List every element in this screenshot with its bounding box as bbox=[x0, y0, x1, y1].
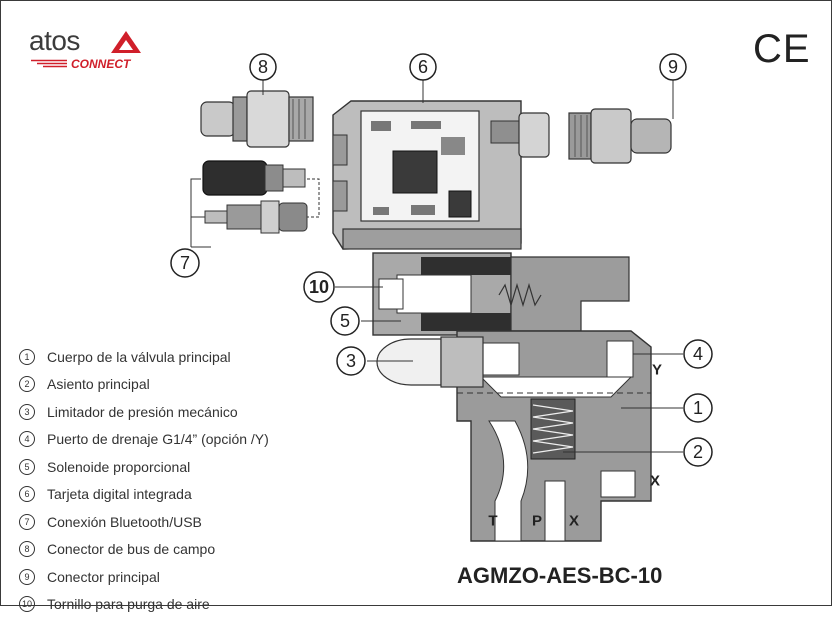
legend-item: 7 Conexión Bluetooth/USB bbox=[19, 508, 349, 536]
fieldbus-connector-drawing bbox=[201, 91, 313, 147]
legend-item: 3 Limitador de presión mecánico bbox=[19, 398, 349, 426]
callout-7: 7 bbox=[171, 249, 199, 277]
legend-number: 2 bbox=[19, 376, 35, 392]
legend-item: 5 Solenoide proporcional bbox=[19, 453, 349, 481]
port-x-bottom-label: X bbox=[569, 513, 579, 530]
legend-number: 10 bbox=[19, 596, 35, 612]
callout-4: 4 bbox=[684, 340, 712, 368]
callout-8: 8 bbox=[250, 54, 276, 80]
legend-label: Asiento principal bbox=[47, 376, 150, 392]
callout-6-label: 6 bbox=[418, 57, 428, 77]
callout-9-label: 9 bbox=[668, 57, 678, 77]
main-connector-drawing bbox=[569, 109, 671, 163]
legend-item: 10 Tornillo para purga de aire bbox=[19, 591, 349, 618]
legend-number: 8 bbox=[19, 541, 35, 557]
legend-label: Puerto de drenaje G1/4” (opción /Y) bbox=[47, 431, 269, 447]
legend-label: Conector de bus de campo bbox=[47, 541, 215, 557]
legend-item: 8 Conector de bus de campo bbox=[19, 536, 349, 564]
legend-label: Solenoide proporcional bbox=[47, 459, 190, 475]
legend-item: 4 Puerto de drenaje G1/4” (opción /Y) bbox=[19, 426, 349, 454]
callout-2-label: 2 bbox=[693, 442, 703, 462]
callout-8-label: 8 bbox=[258, 57, 268, 77]
port-y-label: Y bbox=[652, 362, 662, 379]
legend-item: 9 Conector principal bbox=[19, 563, 349, 591]
callout-4-label: 4 bbox=[693, 344, 703, 364]
legend-number: 6 bbox=[19, 486, 35, 502]
legend-number: 3 bbox=[19, 404, 35, 420]
port-p-label: P bbox=[532, 513, 542, 530]
legend-number: 4 bbox=[19, 431, 35, 447]
legend-number: 9 bbox=[19, 569, 35, 585]
model-code: AGMZO-AES-BC-10 bbox=[457, 563, 662, 589]
legend-label: Tornillo para purga de aire bbox=[47, 596, 210, 612]
legend-number: 1 bbox=[19, 349, 35, 365]
legend-label: Cuerpo de la válvula principal bbox=[47, 349, 231, 365]
pressure-limiter-drawing bbox=[377, 337, 483, 387]
callout-9: 9 bbox=[660, 54, 686, 80]
callout-7-label: 7 bbox=[180, 253, 190, 273]
legend-label: Conector principal bbox=[47, 569, 160, 585]
legend-label: Tarjeta digital integrada bbox=[47, 486, 192, 502]
legend-label: Conexión Bluetooth/USB bbox=[47, 514, 202, 530]
legend-item: 6 Tarjeta digital integrada bbox=[19, 481, 349, 509]
digital-board-drawing bbox=[333, 101, 549, 249]
callout-10: 10 bbox=[304, 272, 334, 302]
legend-number: 7 bbox=[19, 514, 35, 530]
callout-1: 1 bbox=[684, 394, 712, 422]
bluetooth-usb-drawing bbox=[191, 161, 319, 247]
callout-10-label: 10 bbox=[309, 277, 329, 297]
port-x-label: X bbox=[650, 473, 660, 490]
callout-5: 5 bbox=[331, 307, 359, 335]
component-legend: 1 Cuerpo de la válvula principal 2 Asiento… bbox=[19, 343, 349, 618]
callout-5-label: 5 bbox=[340, 311, 350, 331]
legend-number: 5 bbox=[19, 459, 35, 475]
legend-label: Limitador de presión mecánico bbox=[47, 404, 238, 420]
callout-1-label: 1 bbox=[693, 398, 703, 418]
legend-item: 2 Asiento principal bbox=[19, 371, 349, 399]
port-t-label: T bbox=[488, 513, 497, 530]
valve-body-drawing bbox=[373, 253, 651, 541]
callout-6: 6 bbox=[410, 54, 436, 80]
callout-2: 2 bbox=[684, 438, 712, 466]
legend-item: 1 Cuerpo de la válvula principal bbox=[19, 343, 349, 371]
